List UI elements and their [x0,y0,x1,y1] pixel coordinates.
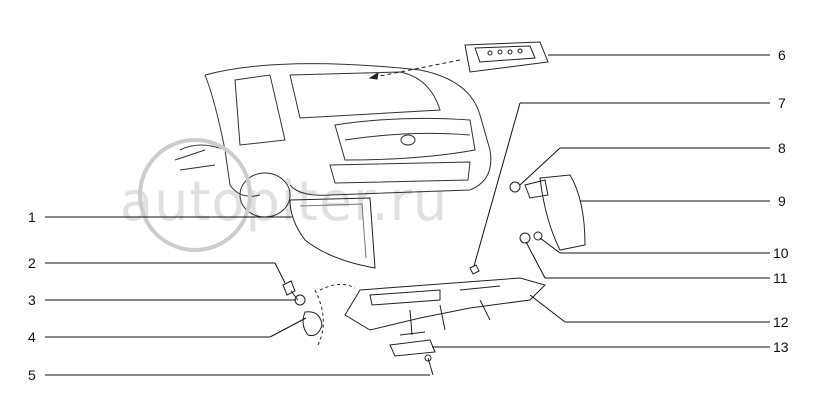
callout-13: 13 [773,339,789,355]
callout-11: 11 [773,270,788,286]
tail-lamp-outer-drawing [289,197,376,269]
callout-4: 4 [28,329,36,345]
fasteners-drawing [282,264,480,376]
callout-10: 10 [773,245,789,261]
callout-9: 9 [778,193,786,209]
high-mount-lamp-drawing [368,41,549,80]
callout-2: 2 [28,255,36,271]
callout-3: 3 [28,292,36,308]
car-outline [138,63,492,252]
callout-7: 7 [778,95,786,111]
license-plate-housing-drawing [319,277,546,336]
leader-lines [45,54,770,376]
callout-8: 8 [778,140,786,156]
callout-6: 6 [778,47,786,63]
callout-12: 12 [773,314,789,330]
tail-lamp-inner-drawing [509,174,586,251]
callout-5: 5 [28,367,36,383]
callout-1: 1 [28,209,36,225]
